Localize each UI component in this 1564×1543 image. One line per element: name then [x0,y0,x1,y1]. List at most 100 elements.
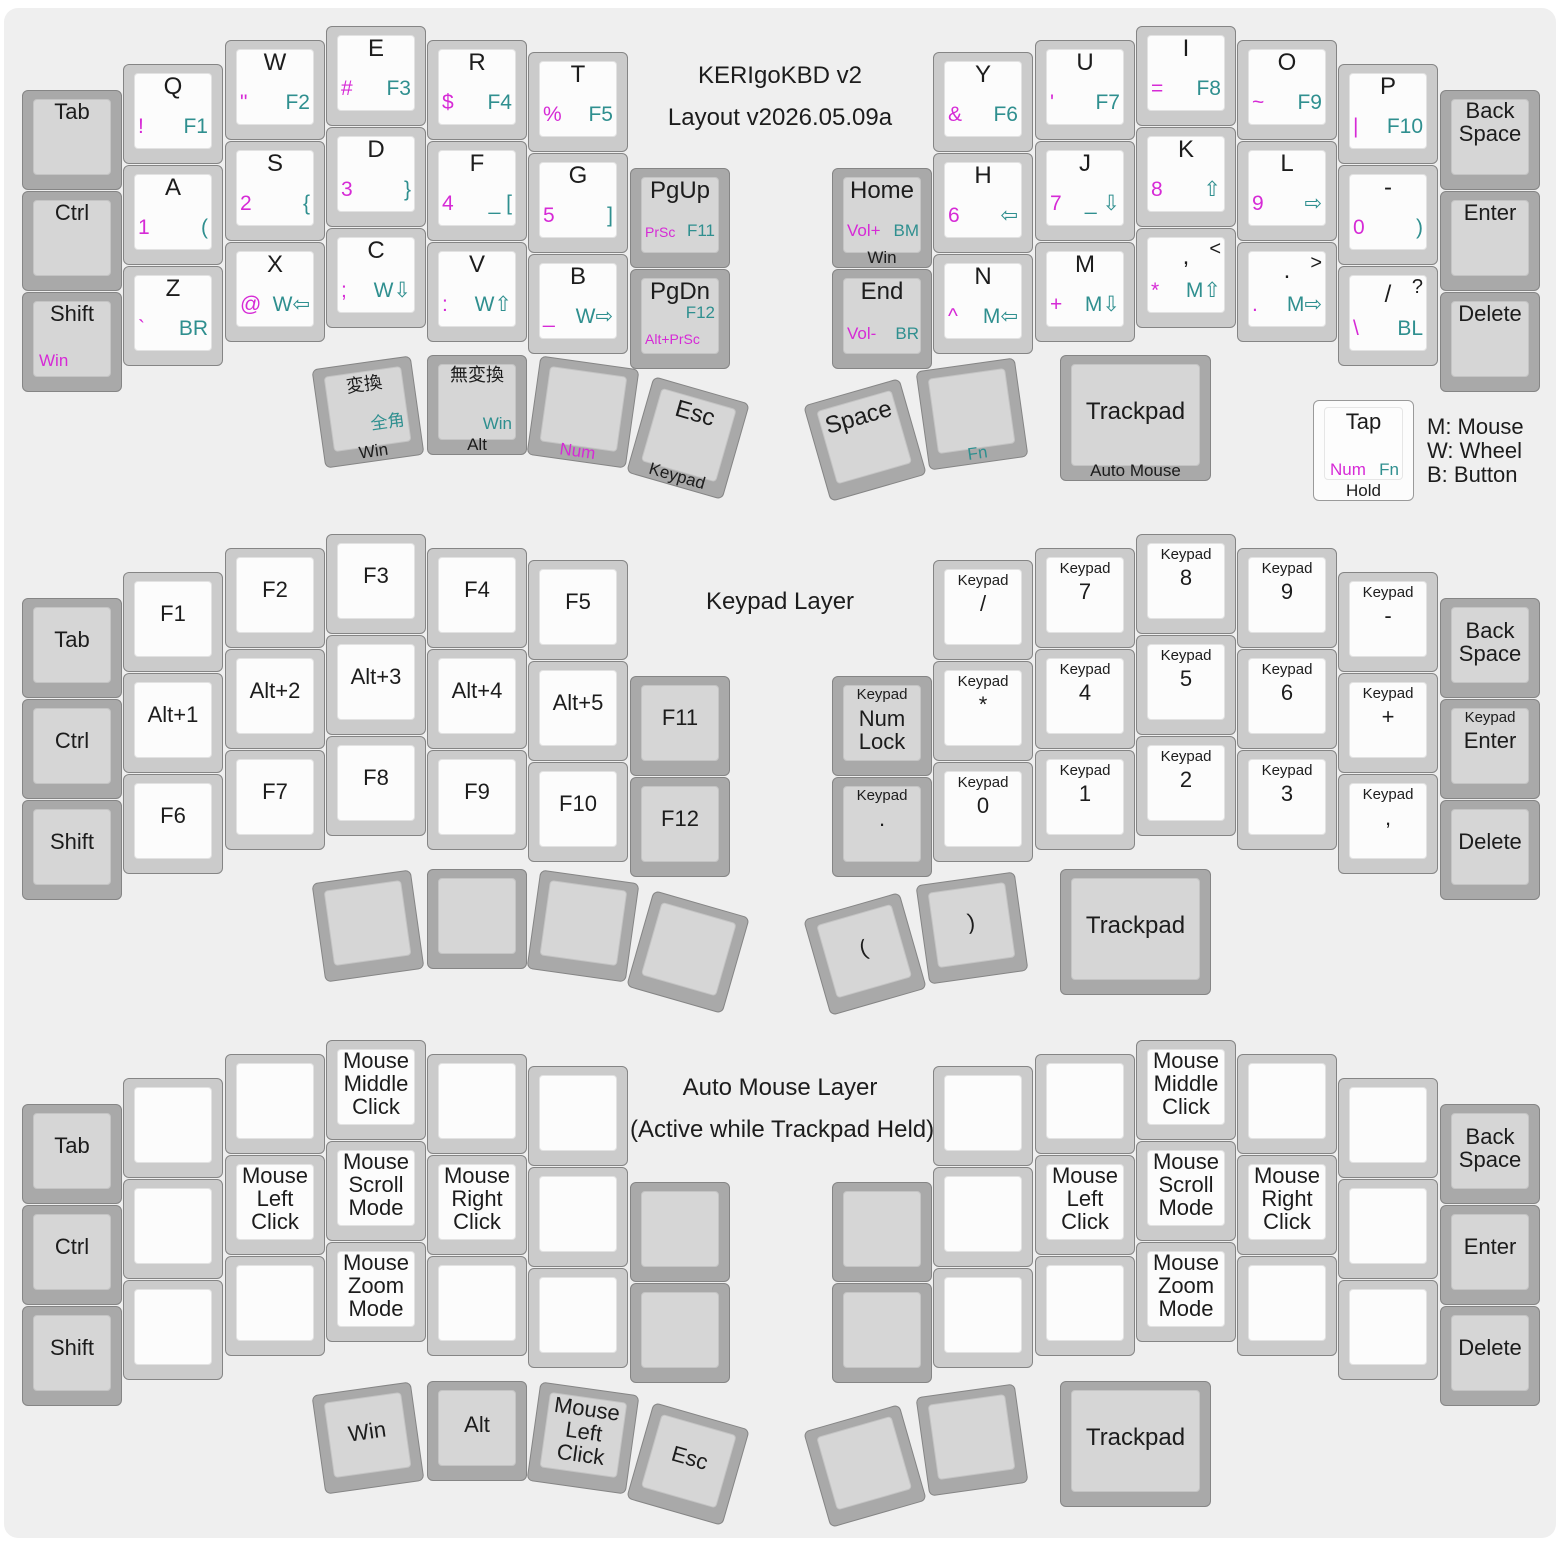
kp-backspace-key[interactable]: Back Space [1440,598,1540,698]
kp-key-r3-3[interactable]: F9 [427,750,527,850]
m-blank-g2[interactable] [630,1283,730,1383]
m-blank-key[interactable] [1035,1256,1135,1356]
m-shift-key[interactable]: Shift [22,1306,122,1406]
key-c[interactable]: C;W⇩ [326,228,426,328]
kp-key-r2-0[interactable]: Alt+1 [123,673,223,773]
key-x[interactable]: X@W⇦ [225,242,325,342]
key-i[interactable]: I=F8 [1136,26,1236,126]
m-thumb-left-click-key[interactable]: Mouse Left Click [526,1381,640,1495]
m-blank-key[interactable] [225,1256,325,1356]
key-z[interactable]: Z`BR [123,266,223,366]
m-blank-key[interactable] [933,1167,1033,1267]
key-e[interactable]: E#F3 [326,26,426,126]
kp-num-right_r1-4[interactable]: Keypad- [1338,572,1438,672]
tab-key[interactable]: Tab [22,90,122,190]
m-blank-key[interactable] [123,1179,223,1279]
m-win-key[interactable]: Win [311,1381,425,1495]
m-scroll-mode-key-left[interactable]: Mouse Scroll Mode [326,1141,426,1241]
m-blank-key[interactable] [123,1078,223,1178]
m-left-click-key-left[interactable]: Mouse Left Click [225,1155,325,1255]
m-delete-key[interactable]: Delete [1440,1306,1540,1406]
key-r[interactable]: R$F4 [427,40,527,140]
kp-key-r2-1[interactable]: Alt+2 [225,649,325,749]
kp-num-right_r2-4[interactable]: Keypad+ [1338,673,1438,773]
m-blank-g3[interactable] [832,1182,932,1282]
m-trackpad-key[interactable]: Trackpad [1060,1381,1211,1507]
key-dot[interactable]: .>.M⇨ [1237,242,1337,342]
key-w[interactable]: W"F2 [225,40,325,140]
m-blank-g1[interactable] [630,1182,730,1282]
kp-num-right_r2-0[interactable]: Keypad* [933,661,1033,761]
m-right-click-key-left[interactable]: Mouse Right Click [427,1155,527,1255]
m-blank-key[interactable] [1338,1280,1438,1380]
backspace-key[interactable]: Back Space [1440,90,1540,190]
key-n[interactable]: N^M⇦ [933,254,1033,354]
m-blank-key[interactable] [528,1066,628,1166]
m-blank-key[interactable] [933,1268,1033,1368]
key-u[interactable]: U'F7 [1035,40,1135,140]
delete-key[interactable]: Delete [1440,292,1540,392]
kp-thumb-1[interactable] [311,869,425,983]
kp-thumb-3[interactable] [526,869,640,983]
kp-key-r3-2[interactable]: F8 [326,736,426,836]
kp-tab-key[interactable]: Tab [22,598,122,698]
m-blank-key[interactable] [1035,1054,1135,1154]
kp-key-r2-2[interactable]: Alt+3 [326,635,426,735]
kp-key-r1-3[interactable]: F4 [427,548,527,648]
fn-layer-key[interactable]: Fn [915,357,1029,471]
m-enter-key[interactable]: Enter [1440,1205,1540,1305]
m-blank-g4[interactable] [832,1283,932,1383]
key-y[interactable]: Y&F6 [933,52,1033,152]
m-blank-key[interactable] [1338,1078,1438,1178]
kp-delete-key[interactable]: Delete [1440,800,1540,900]
m-blank-key[interactable] [528,1167,628,1267]
m-blank-key[interactable] [427,1256,527,1356]
m-tab-key[interactable]: Tab [22,1104,122,1204]
kp-shift-key[interactable]: Shift [22,800,122,900]
kp-trackpad-key[interactable]: Trackpad [1060,869,1211,995]
m-left-click-key-right[interactable]: Mouse Left Click [1035,1155,1135,1255]
m-blank-key[interactable] [427,1054,527,1154]
m-blank-key[interactable] [1237,1256,1337,1356]
m-right-click-key-right[interactable]: Mouse Right Click [1237,1155,1337,1255]
key-b[interactable]: B_W⇨ [528,254,628,354]
key-t[interactable]: T%F5 [528,52,628,152]
m-blank-key[interactable] [933,1066,1033,1166]
m-blank-key[interactable] [123,1280,223,1380]
key-p[interactable]: P|F10 [1338,64,1438,164]
key-minus[interactable]: -0) [1338,165,1438,265]
m-thumb-blank-2[interactable] [915,1383,1029,1497]
kp-f11-key[interactable]: F11 [630,676,730,776]
m-blank-key[interactable] [1237,1054,1337,1154]
key-slash[interactable]: /?\BL [1338,266,1438,366]
num-layer-key[interactable]: Num [526,355,640,469]
kp-key-r1-4[interactable]: F5 [528,560,628,660]
enter-key[interactable]: Enter [1440,191,1540,291]
key-v[interactable]: V:W⇧ [427,242,527,342]
m-scroll-mode-key-right[interactable]: Mouse Scroll Mode [1136,1141,1236,1241]
m-blank-key[interactable] [1338,1179,1438,1279]
kp-key-r1-1[interactable]: F2 [225,548,325,648]
kp-rparen-key[interactable]: ) [915,871,1029,985]
kp-f12-key[interactable]: F12 [630,777,730,877]
